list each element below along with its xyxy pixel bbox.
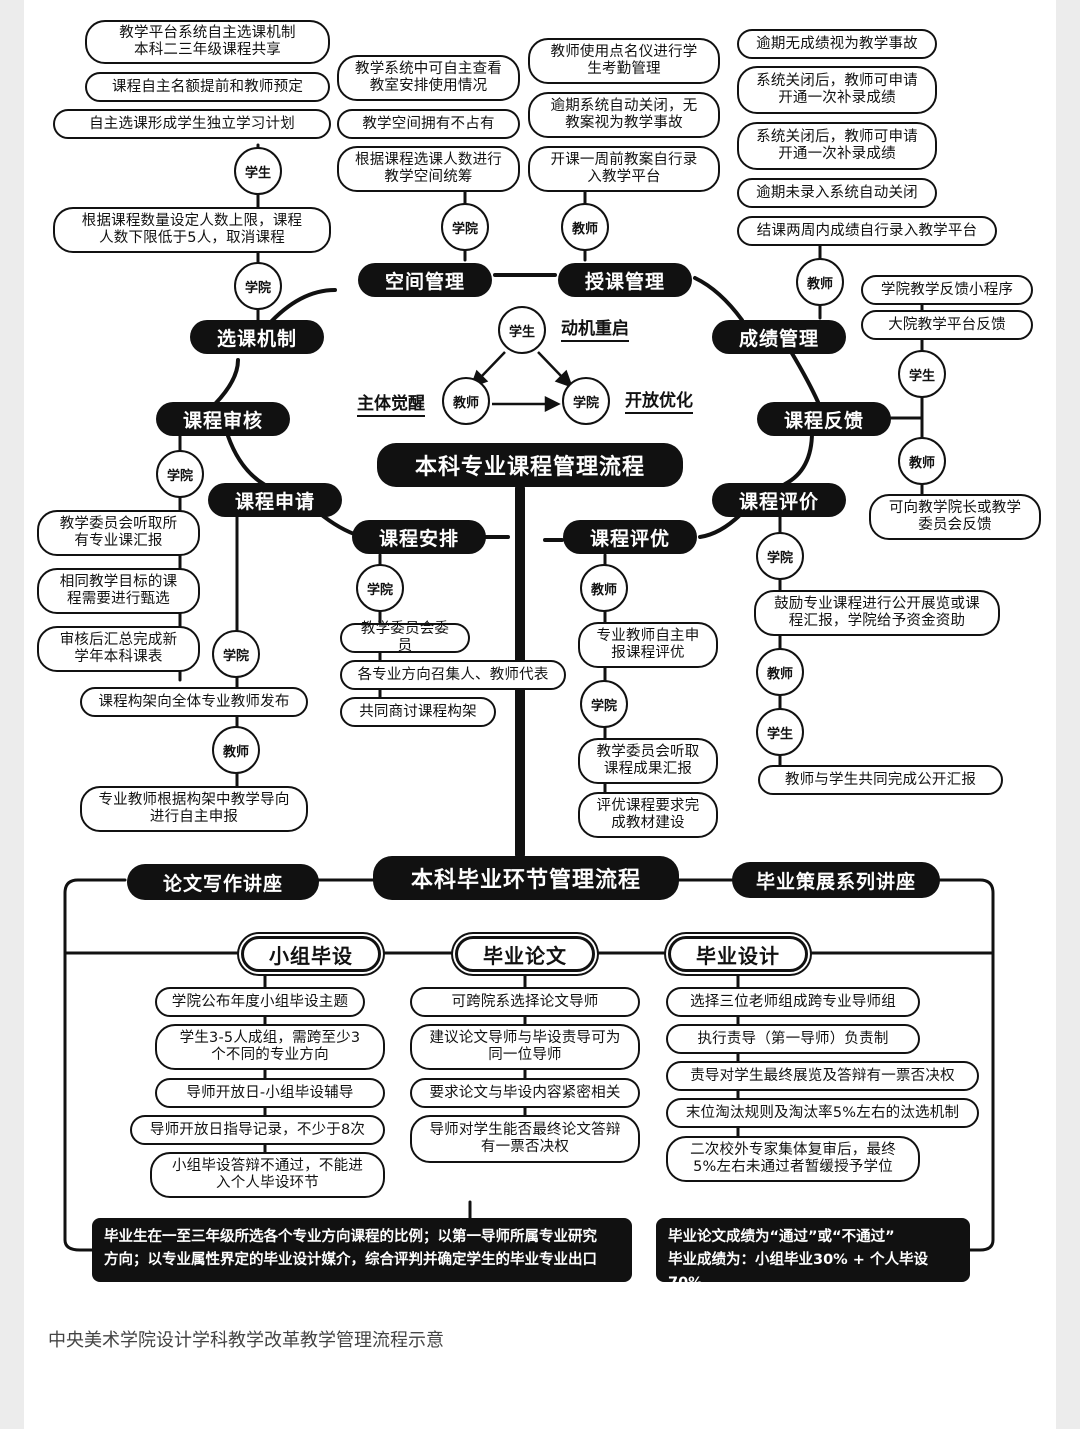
graduation-title: 本科毕业环节管理流程 — [373, 856, 679, 900]
group-item-3: 导师开放日-小组毕设辅导 — [155, 1078, 385, 1108]
section-course-selection: 选课机制 — [190, 320, 324, 354]
chengji-item-1: 逾期无成绩视为教学事故 — [737, 29, 937, 59]
anpai-item-1: 教学委员会委员 — [340, 621, 470, 654]
shenhe-college-node: 学院 — [156, 450, 204, 498]
section-course-application: 课程申请 — [208, 483, 342, 517]
shenhe-item-3: 审核后汇总完成新 学年本科课表 — [37, 626, 200, 672]
section-course-excellence: 课程评优 — [563, 520, 697, 554]
main-course-title: 本科专业课程管理流程 — [377, 443, 683, 487]
pingyou-item-3: 评优课程要求完 成教材建设 — [578, 792, 718, 838]
group-item-1: 学院公布年度小组毕设主题 — [155, 987, 365, 1017]
thesis-header: 毕业论文 — [455, 936, 595, 972]
group-item-4: 导师开放日指导记录，不少于8次 — [130, 1115, 385, 1145]
design-item-4: 末位淘汰规则及淘汰率5%左右的汰选机制 — [666, 1098, 979, 1128]
anpai-item-2: 各专业方向召集人、教师代表 — [340, 660, 566, 690]
kongjian-item-1: 教学系统中可自主查看 教室安排使用情况 — [337, 55, 520, 101]
center-college-node: 学院 — [562, 377, 610, 425]
section-course-review: 课程审核 — [156, 402, 290, 436]
graduation-curation-lecture: 毕业策展系列讲座 — [732, 862, 940, 898]
thesis-item-3: 要求论文与毕设内容紧密相关 — [410, 1078, 640, 1108]
kongjian-college-node: 学院 — [441, 203, 489, 251]
kongjian-item-2: 教学空间拥有不占有 — [337, 109, 520, 139]
thesis-writing-lecture: 论文写作讲座 — [127, 864, 319, 900]
shenhe-item-1: 教学委员会听取所 有专业课汇报 — [37, 510, 200, 556]
center-teacher-node: 教师 — [442, 377, 490, 425]
group-item-5: 小组毕设答辩不通过，不能进 入个人毕设环节 — [150, 1152, 385, 1198]
group-item-2: 学生3-5人成组，需跨至少3 个不同的专业方向 — [155, 1024, 385, 1070]
graduation-outcome-box: 毕业生在一至三年级所选各个专业方向课程的比例；以第一导师所属专业研究 方向；以专… — [92, 1218, 632, 1282]
design-item-2: 执行责导（第一导师）负责制 — [666, 1024, 920, 1054]
center-student-node: 学生 — [498, 306, 546, 354]
shouke-item-2: 逾期系统自动关闭，无 教案视为教学事故 — [528, 92, 720, 138]
xuanke-item-1: 教学平台系统自主选课机制 本科二三年级课程共享 — [85, 20, 330, 64]
graduation-grade-box: 毕业论文成绩为“通过”或“不通过” 毕业成绩为：小组毕业30% + 个人毕设70… — [656, 1218, 970, 1291]
fankui-student-node: 学生 — [898, 350, 946, 398]
shenhe-item-2: 相同教学目标的课 程需要进行甄选 — [37, 568, 200, 614]
section-space-management: 空间管理 — [358, 263, 492, 297]
figure-caption: 中央美术学院设计学科教学改革教学管理流程示意 — [48, 1330, 444, 1351]
shenqing-item-2: 专业教师根据构架中教学导向 进行自主申报 — [80, 786, 308, 832]
shenqing-item-1: 课程构架向全体专业教师发布 — [80, 687, 308, 717]
chengji-teacher-node: 教师 — [796, 258, 844, 306]
pingjia-teacher-node: 教师 — [756, 648, 804, 696]
pingjia-item-1: 鼓励专业课程进行公开展览或课 程汇报，学院给予资金资助 — [754, 590, 1000, 636]
pingyou-teacher-node: 教师 — [580, 564, 628, 612]
fankui-item-3: 可向教学院长或教学 委员会反馈 — [869, 494, 1041, 540]
design-item-1: 选择三位老师组成跨专业导师组 — [666, 987, 920, 1017]
shenqing-teacher-node: 教师 — [212, 726, 260, 774]
pingyou-college-node: 学院 — [580, 680, 628, 728]
pingjia-item-2: 教师与学生共同完成公开汇报 — [758, 765, 1003, 795]
optimize-label: 开放优化 — [625, 390, 693, 414]
pingjia-college-node: 学院 — [756, 532, 804, 580]
chengji-item-3: 系统关闭后，教师可申请 开通一次补录成绩 — [737, 122, 937, 170]
section-course-feedback: 课程反馈 — [757, 402, 891, 436]
graduation-design-header: 毕业设计 — [668, 936, 808, 972]
pingjia-student-node: 学生 — [756, 708, 804, 756]
thesis-item-4: 导师对学生能否最终论文答辩 有一票否决权 — [410, 1115, 640, 1163]
design-item-3: 责导对学生最终展览及答辩有一票否决权 — [666, 1061, 979, 1091]
awakening-label: 主体觉醒 — [357, 393, 425, 417]
section-course-evaluation: 课程评价 — [712, 483, 846, 517]
thesis-item-2: 建议论文导师与毕设责导可为 同一位导师 — [410, 1024, 640, 1070]
chengji-item-2: 系统关闭后，教师可申请 开通一次补录成绩 — [737, 66, 937, 114]
xuanke-student-node: 学生 — [234, 147, 282, 195]
shenqing-college-node: 学院 — [212, 630, 260, 678]
section-grade-management: 成绩管理 — [712, 320, 846, 354]
thesis-item-1: 可跨院系选择论文导师 — [410, 987, 640, 1017]
section-course-arrangement: 课程安排 — [352, 520, 486, 554]
anpai-item-3: 共同商讨课程构架 — [340, 697, 496, 727]
anpai-college-node: 学院 — [356, 564, 404, 612]
xuanke-item-3: 自主选课形成学生独立学习计划 — [53, 109, 331, 139]
fankui-teacher-node: 教师 — [898, 437, 946, 485]
motivation-label: 动机重启 — [561, 318, 629, 342]
chengji-item-5: 结课两周内成绩自行录入教学平台 — [737, 216, 997, 246]
fankui-item-2: 大院教学平台反馈 — [861, 310, 1033, 340]
chengji-item-4: 逾期未录入系统自动关闭 — [737, 178, 937, 208]
pingyou-item-2: 教学委员会听取 课程成果汇报 — [578, 738, 718, 784]
xuanke-college-node: 学院 — [234, 262, 282, 310]
design-item-5: 二次校外专家集体复审后，最终 5%左右未通过者暂缓授予学位 — [666, 1136, 920, 1182]
kongjian-item-3: 根据课程选课人数进行 教学空间统筹 — [337, 146, 520, 192]
section-teaching-management: 授课管理 — [558, 263, 692, 297]
pingyou-item-1: 专业教师自主申 报课程评优 — [578, 622, 718, 668]
shouke-item-3: 开课一周前教案自行录 入教学平台 — [528, 146, 720, 192]
shouke-teacher-node: 教师 — [561, 203, 609, 251]
shouke-item-1: 教师使用点名仪进行学 生考勤管理 — [528, 38, 720, 84]
xuanke-item-4: 根据课程数量设定人数上限，课程 人数下限低于5人，取消课程 — [53, 207, 331, 253]
group-project-header: 小组毕设 — [241, 936, 381, 972]
xuanke-item-2: 课程自主名额提前和教师预定 — [85, 72, 330, 102]
fankui-item-1: 学院教学反馈小程序 — [861, 275, 1033, 305]
